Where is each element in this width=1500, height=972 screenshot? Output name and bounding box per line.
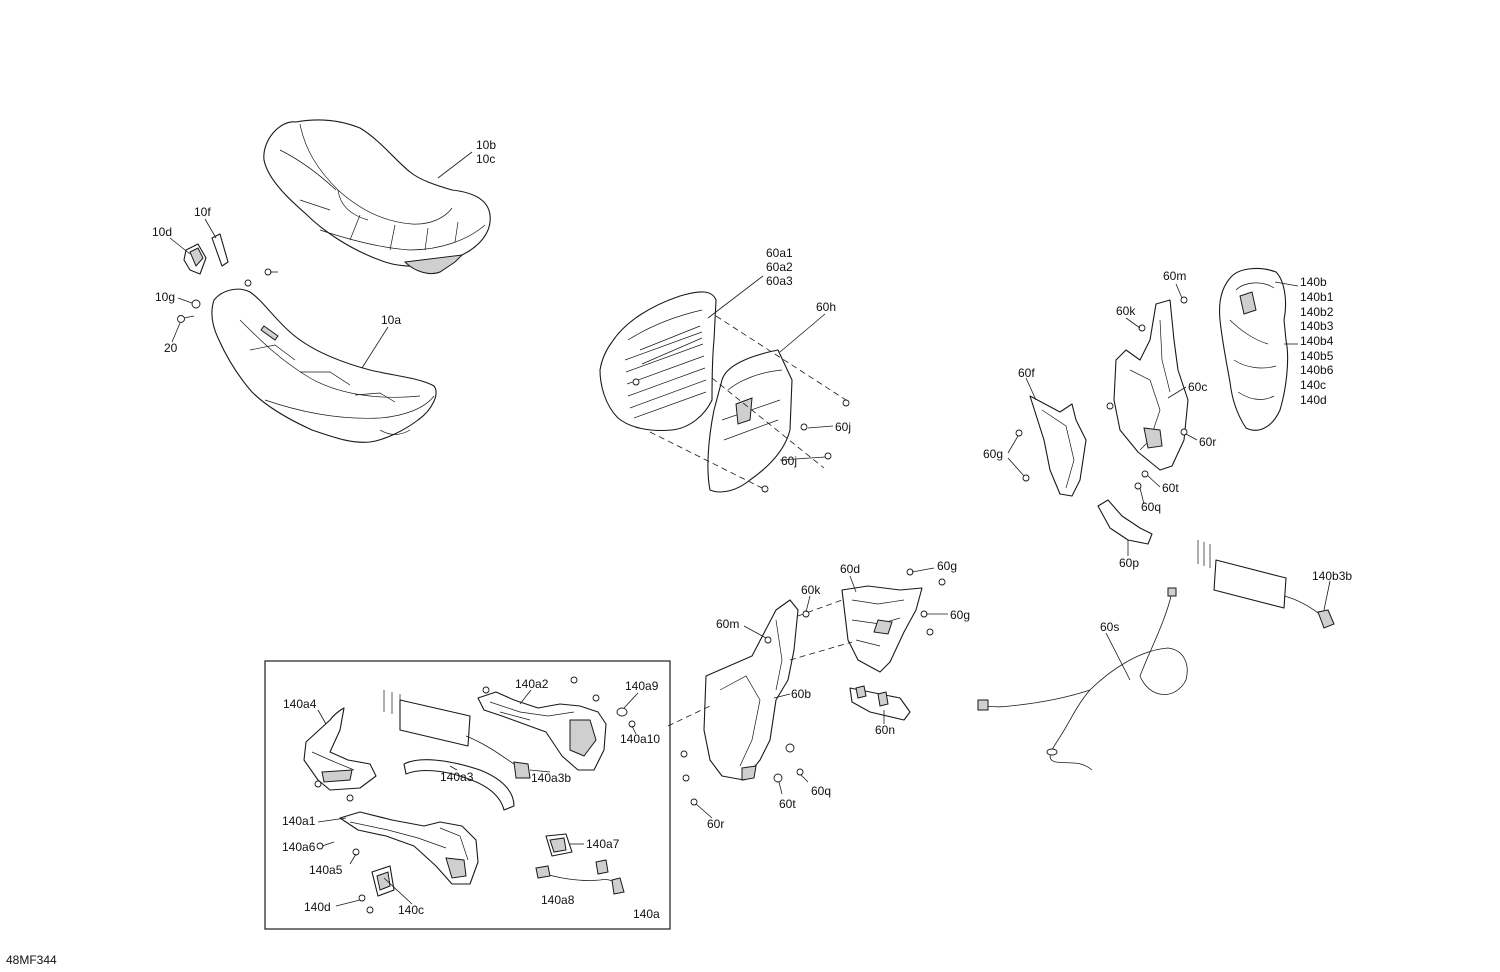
label-140b: 140b xyxy=(1300,275,1327,289)
label-10d: 10d xyxy=(152,225,172,239)
label-60n: 60n xyxy=(875,723,895,737)
subassembly-frame-140a xyxy=(264,660,671,930)
part-140a6-140a5[interactable] xyxy=(316,842,360,856)
clip-10f[interactable] xyxy=(211,233,229,267)
seat-base[interactable] xyxy=(211,288,437,443)
latch-10d[interactable] xyxy=(183,243,207,275)
panel-dashed-lines xyxy=(649,315,847,491)
label-140b3b: 140b3b xyxy=(1312,569,1352,583)
label-60t-1: 60t xyxy=(1162,481,1179,495)
cover-panel-60h[interactable] xyxy=(707,349,793,493)
trim-60p[interactable] xyxy=(1097,499,1153,545)
part-labels: 10b 10c 10f 10d 10g 10a 20 60a1 60a2 60a… xyxy=(6,138,1352,967)
label-60d: 60d xyxy=(840,562,860,576)
lower-hardware[interactable] xyxy=(680,568,946,806)
label-60a1: 60a1 xyxy=(766,246,793,260)
grille-panel-60a[interactable] xyxy=(599,291,717,432)
label-140a9: 140a9 xyxy=(625,679,659,693)
label-60a2: 60a2 xyxy=(766,260,793,274)
label-60g-1: 60g xyxy=(983,447,1003,461)
label-60a3: 60a3 xyxy=(766,274,793,288)
label-60g-3: 60g xyxy=(950,608,970,622)
label-60j-2: 60j xyxy=(781,454,797,468)
label-60r-1: 60r xyxy=(1199,435,1216,449)
label-60s: 60s xyxy=(1100,620,1119,634)
label-60q-2: 60q xyxy=(811,784,831,798)
label-10f: 10f xyxy=(194,205,211,219)
seat-assembly xyxy=(169,119,491,443)
label-60q-1: 60q xyxy=(1141,500,1161,514)
label-140a8: 140a8 xyxy=(541,893,575,907)
label-140b1: 140b1 xyxy=(1300,290,1334,304)
connector-140b3b[interactable] xyxy=(1197,540,1335,629)
label-60r-2: 60r xyxy=(707,817,724,831)
upper-bracket-assembly xyxy=(1007,283,1198,556)
label-140b5: 140b5 xyxy=(1300,349,1334,363)
label-10c: 10c xyxy=(476,152,495,166)
part-140a8[interactable] xyxy=(535,859,625,895)
part-140c-cover[interactable] xyxy=(371,865,395,897)
seat-bolts[interactable] xyxy=(177,268,279,323)
mount-60n[interactable] xyxy=(849,685,911,721)
label-140a3: 140a3 xyxy=(440,770,474,784)
label-60g-2: 60g xyxy=(937,559,957,573)
label-140a10: 140a10 xyxy=(620,732,660,746)
label-140a3b: 140a3b xyxy=(531,771,571,785)
wiring-harness-60s[interactable] xyxy=(977,587,1188,771)
label-140a1: 140a1 xyxy=(282,814,316,828)
label-60m-2: 60m xyxy=(716,617,739,631)
label-60f: 60f xyxy=(1018,366,1035,380)
label-60p: 60p xyxy=(1119,556,1139,570)
lower-bracket-assembly xyxy=(667,567,948,819)
bracket-60b[interactable] xyxy=(703,599,799,781)
label-140a5: 140a5 xyxy=(309,863,343,877)
label-140a2: 140a2 xyxy=(515,677,549,691)
label-60m-1: 60m xyxy=(1163,269,1186,283)
label-140c-1: 140c xyxy=(1300,378,1326,392)
label-140b4: 140b4 xyxy=(1300,334,1334,348)
label-60t-2: 60t xyxy=(779,797,796,811)
label-140c-2: 140c xyxy=(398,903,424,917)
front-panel-assembly xyxy=(599,275,850,493)
label-140a: 140a xyxy=(633,907,660,921)
bracket-60d[interactable] xyxy=(841,585,923,673)
label-140d-2: 140d xyxy=(304,900,331,914)
label-140a4: 140a4 xyxy=(283,697,317,711)
lower-dashes xyxy=(667,599,853,727)
part-140a2[interactable] xyxy=(477,676,607,771)
label-60k-1: 60k xyxy=(1116,304,1136,318)
part-140a7[interactable] xyxy=(545,833,573,857)
label-10g: 10g xyxy=(155,290,175,304)
label-140b3: 140b3 xyxy=(1300,319,1334,333)
bracket-60c[interactable] xyxy=(1113,299,1189,471)
label-140b2: 140b2 xyxy=(1300,305,1334,319)
handguard-140b[interactable] xyxy=(1218,267,1289,431)
label-60h: 60h xyxy=(816,300,836,314)
label-60b: 60b xyxy=(791,687,811,701)
part-140a3[interactable] xyxy=(403,759,515,811)
subassembly-140a xyxy=(303,676,639,914)
bracket-hardware-60[interactable] xyxy=(1015,296,1188,490)
part-140a9[interactable] xyxy=(616,707,636,728)
label-140d-1: 140d xyxy=(1300,393,1327,407)
part-140d-screw[interactable] xyxy=(358,894,374,914)
label-60c: 60c xyxy=(1188,380,1207,394)
label-140a6: 140a6 xyxy=(282,840,316,854)
panel-60f[interactable] xyxy=(1029,395,1087,497)
label-60j-1: 60j xyxy=(835,420,851,434)
panel-screws[interactable] xyxy=(761,399,850,493)
part-140a4[interactable] xyxy=(303,707,377,802)
label-60k-2: 60k xyxy=(801,583,821,597)
seat-cushion[interactable] xyxy=(263,119,491,275)
diagram-code: 48MF344 xyxy=(6,953,57,967)
label-140a7: 140a7 xyxy=(586,837,620,851)
label-20: 20 xyxy=(164,341,178,355)
label-140b6: 140b6 xyxy=(1300,363,1334,377)
part-140a3b[interactable] xyxy=(383,690,531,779)
label-10a: 10a xyxy=(381,313,401,327)
label-10b: 10b xyxy=(476,138,496,152)
part-140a1[interactable] xyxy=(339,811,479,885)
